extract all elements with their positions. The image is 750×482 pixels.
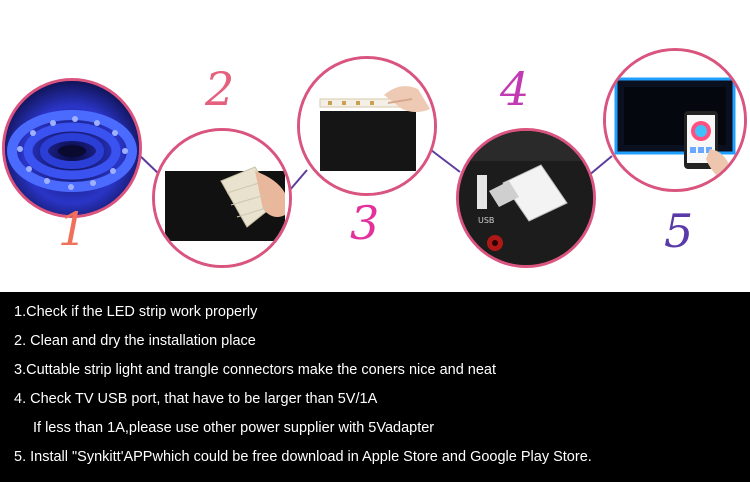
tv-backlight-phone-icon: [606, 51, 744, 189]
step-number-4: 4: [500, 62, 530, 116]
step-5-tv-app-circle: [603, 48, 747, 192]
illustration-panel: 1 2 3 4 USB: [2, 48, 747, 268]
usb-port-label: USB: [478, 216, 494, 225]
step-1-led-strip-circle: [2, 78, 142, 218]
step-number-2: 2: [205, 62, 235, 116]
step-4-usb-circle: USB: [456, 128, 596, 268]
hand-cutting-strip-icon: [300, 59, 434, 193]
instruction-1: 1.Check if the LED strip work properly: [14, 304, 258, 320]
instruction-4-note: If less than 1A,please use other power s…: [33, 420, 435, 436]
led-strip-coil-icon: [5, 81, 139, 215]
step-number-5: 5: [664, 204, 694, 258]
step-3-cutting-circle: [297, 56, 437, 196]
instruction-5: 5. Install "Synkitt'APPwhich could be fr…: [14, 449, 592, 465]
instruction-4: 4. Check TV USB port, that have to be la…: [14, 391, 378, 407]
usb-port-plug-icon: USB: [459, 131, 593, 265]
step-number-1: 1: [58, 202, 88, 256]
instruction-3: 3.Cuttable strip light and trangle conne…: [14, 362, 497, 378]
instructions-panel: 1.Check if the LED strip work properly 2…: [0, 292, 750, 482]
step-2-cleaning-circle: [152, 128, 292, 268]
hand-wiping-cloth-icon: [155, 131, 289, 265]
instruction-2: 2. Clean and dry the installation place: [14, 333, 256, 349]
step-number-3: 3: [350, 196, 380, 250]
